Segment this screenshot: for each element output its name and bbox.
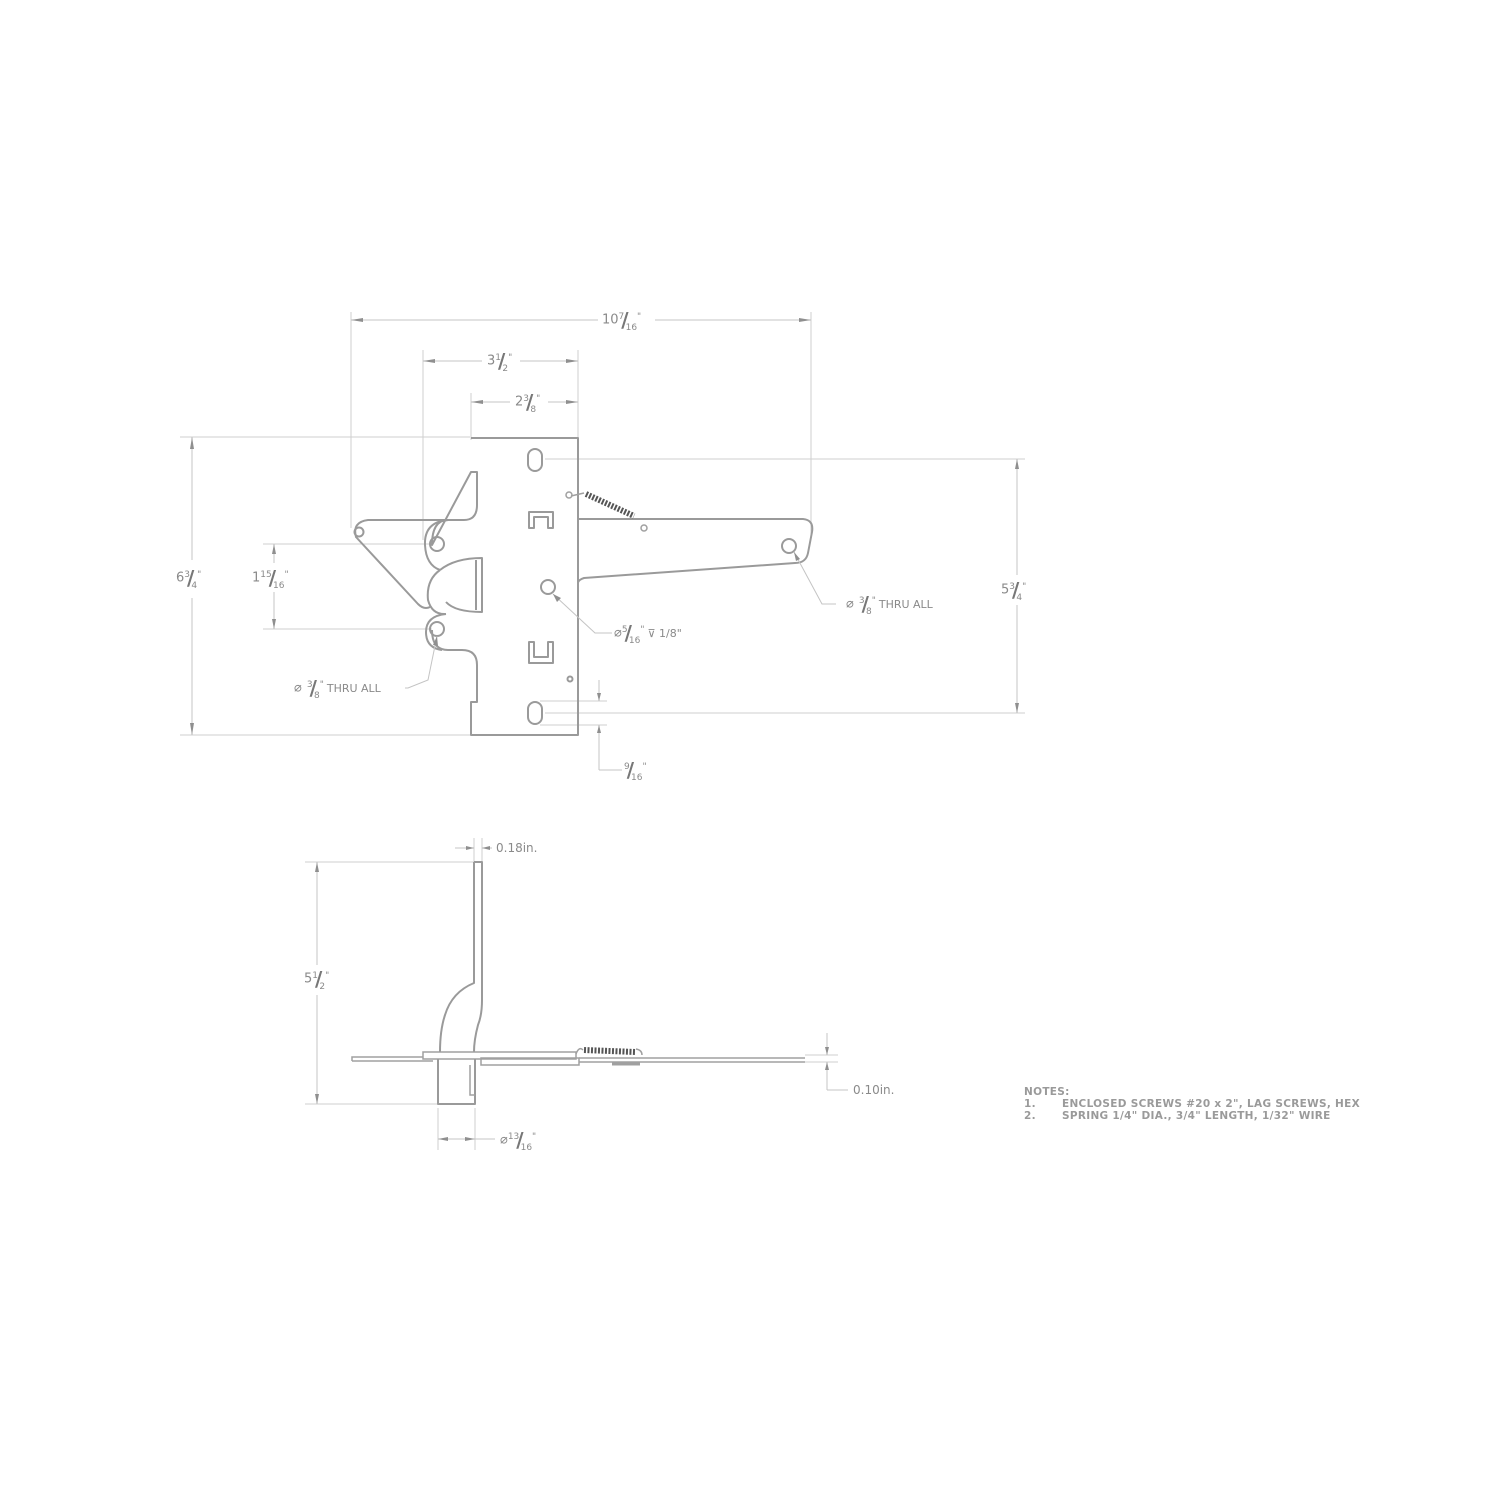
dim-denominator: 2 — [319, 981, 326, 992]
dim-overall-width: 107/16" — [600, 308, 644, 333]
dim-numerator: 5 — [621, 624, 628, 635]
dim-whole: 10 — [602, 312, 619, 328]
dim-overall-height: 63/4" — [174, 566, 204, 591]
dim-numerator: 1 — [495, 352, 502, 363]
dim-unit: " — [536, 393, 541, 404]
callout-left-hole: ⌀ 3/8"THRU ALL — [292, 676, 383, 701]
dim-slot-width: 9/16" — [622, 758, 649, 783]
diameter-icon: ⌀ — [294, 680, 302, 696]
callout-text: THRU ALL — [326, 681, 381, 695]
dim-denominator: 4 — [1016, 592, 1023, 603]
dim-denominator: 16 — [520, 1142, 533, 1153]
dim-denominator: 8 — [865, 606, 872, 617]
dim-unit: " — [871, 595, 876, 606]
dim-numerator: 7 — [618, 311, 625, 322]
diameter-icon: ⌀ — [614, 625, 622, 641]
dim-latch-width: 31/2" — [485, 349, 515, 374]
dim-denominator: 4 — [191, 580, 198, 591]
callout-text: THRU ALL — [878, 597, 933, 611]
dim-hole-spacing: 115/16" — [250, 566, 291, 591]
dim-unit: " — [319, 679, 324, 690]
note-text: ENCLOSED SCREWS #20 x 2", LAG SCREWS, HE… — [1062, 1098, 1361, 1110]
dim-whole: 5 — [1001, 582, 1010, 598]
dim-slot-span: 53/4" — [999, 578, 1029, 603]
dim-thickness-arm: 0.10in. — [851, 1083, 897, 1097]
dim-unit: " — [508, 352, 513, 363]
callout-arm-hole: ⌀ 3/8"THRU ALL — [844, 592, 935, 617]
dim-unit: " — [1022, 581, 1027, 592]
note-number: 2. — [1024, 1110, 1036, 1122]
dim-thickness-top: 0.18in. — [494, 841, 540, 855]
dim-unit: " — [325, 970, 330, 981]
dim-numerator: 3 — [306, 679, 313, 690]
top-view — [180, 312, 1025, 771]
dim-denominator: 16 — [625, 322, 638, 333]
dim-unit: " — [640, 624, 645, 635]
dim-post-diameter: ⌀13/16" — [498, 1128, 539, 1153]
dim-numerator: 3 — [184, 569, 191, 580]
dim-unit: " — [642, 761, 647, 772]
dim-plate-width: 23/8" — [513, 390, 543, 415]
note-text: SPRING 1/4" DIA., 3/4" LENGTH, 1/32" WIR… — [1062, 1110, 1331, 1122]
notes-block: NOTES: 1. ENCLOSED SCREWS #20 x 2", LAG … — [1024, 1086, 1360, 1122]
dim-denominator: 8 — [530, 404, 537, 415]
note-number: 1. — [1024, 1098, 1036, 1110]
dim-unit: " — [637, 311, 642, 322]
dim-whole: 1 — [252, 570, 261, 586]
dim-whole: 3 — [487, 353, 496, 369]
diameter-icon: ⌀ — [500, 1132, 508, 1148]
diameter-icon: ⌀ — [846, 596, 854, 612]
dim-unit: " — [197, 569, 202, 580]
dim-denominator: 2 — [502, 363, 509, 374]
dim-side-height: 51/2" — [302, 967, 332, 992]
depth-callout: ⊽ 1/8" — [647, 626, 682, 640]
dim-whole: 5 — [304, 971, 313, 987]
notes-title: NOTES: — [1024, 1086, 1070, 1098]
dim-whole: 2 — [515, 394, 524, 410]
dim-denominator: 16 — [631, 772, 643, 783]
note-item: 2. SPRING 1/4" DIA., 3/4" LENGTH, 1/32" … — [1024, 1110, 1360, 1122]
callout-center-hole: ⌀5/16"⊽ 1/8" — [612, 621, 684, 646]
dim-unit: " — [532, 1131, 537, 1142]
dim-numerator: 3 — [1009, 581, 1016, 592]
side-view — [305, 838, 848, 1150]
dim-unit: " — [284, 569, 289, 580]
dim-numerator: 1 — [312, 970, 319, 981]
dim-numerator: 13 — [507, 1131, 520, 1142]
dim-denominator: 16 — [273, 580, 285, 591]
dim-numerator: 9 — [624, 761, 630, 772]
dim-numerator: 15 — [260, 569, 272, 580]
dim-numerator: 3 — [523, 393, 530, 404]
dim-numerator: 3 — [858, 595, 865, 606]
dim-denominator: 16 — [628, 635, 641, 646]
note-item: 1. ENCLOSED SCREWS #20 x 2", LAG SCREWS,… — [1024, 1098, 1360, 1110]
dim-whole: 6 — [176, 570, 185, 586]
dim-denominator: 8 — [313, 690, 320, 701]
